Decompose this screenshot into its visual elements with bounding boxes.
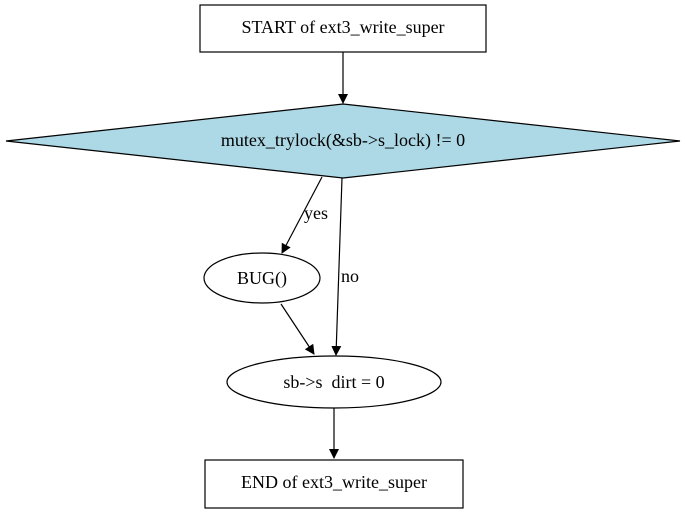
edge-bug-to-assign — [280, 303, 315, 355]
decision-node-label: mutex_trylock(&sb->s_lock) != 0 — [221, 130, 465, 151]
assign-node: sb->s dirt = 0 — [226, 355, 442, 409]
edge-yes-label: yes — [304, 203, 328, 223]
start-node-label: START of ext3_write_super — [241, 17, 444, 37]
edge-decision-to-assign — [331, 177, 343, 356]
bug-node-ellipse — [203, 252, 321, 304]
assign-node-label: sb->s dirt = 0 — [283, 372, 384, 392]
start-node: START of ext3_write_super — [199, 4, 487, 53]
edge-decision-to-bug — [281, 176, 323, 254]
decision-node-diamond — [5, 103, 681, 179]
bug-node: BUG() — [203, 252, 321, 304]
end-node-box — [204, 459, 464, 509]
end-node-label: END of ext3_write_super — [241, 472, 427, 492]
edge-no-label: no — [341, 266, 359, 286]
start-node-box — [199, 4, 487, 53]
bug-node-label: BUG() — [237, 268, 287, 289]
end-node: END of ext3_write_super — [204, 459, 464, 509]
decision-node: mutex_trylock(&sb->s_lock) != 0 — [5, 103, 681, 179]
